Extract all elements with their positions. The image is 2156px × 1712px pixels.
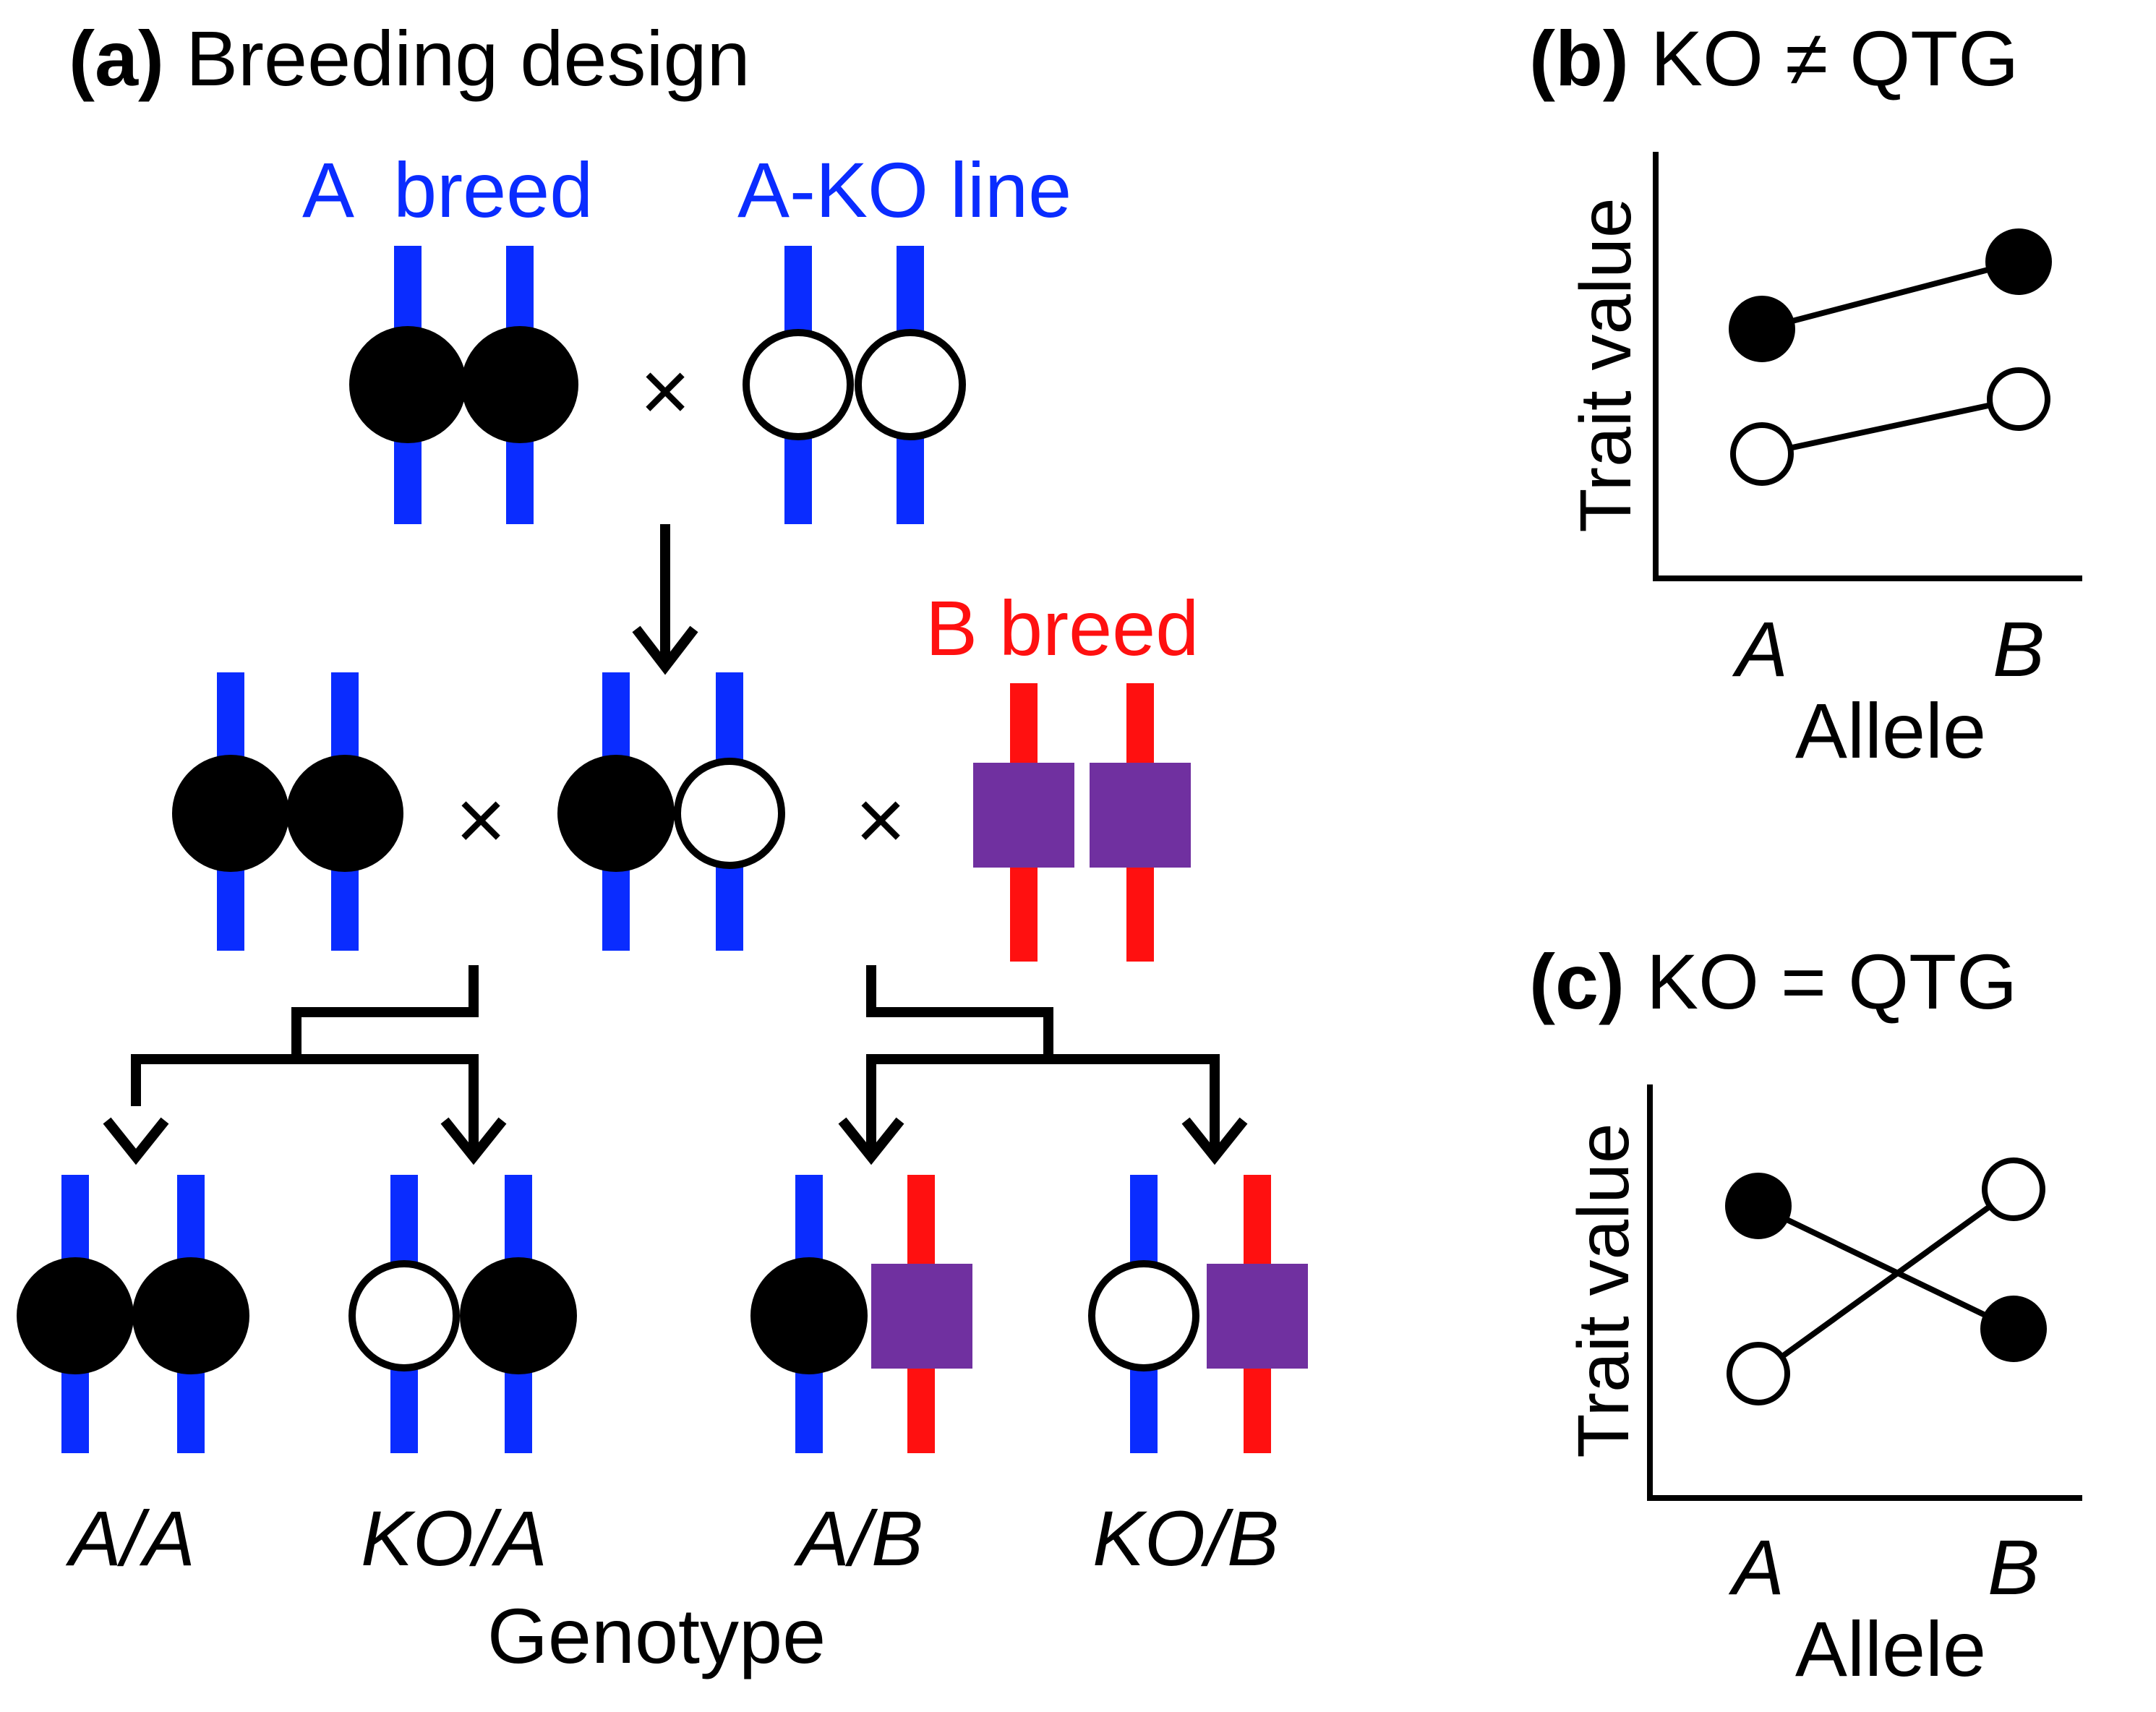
allele-ko-open-circle xyxy=(743,329,854,440)
allele-ko-open-circle xyxy=(1088,1260,1199,1371)
panel-b-tag: (b) xyxy=(1529,14,1629,102)
qtg-line xyxy=(1756,1186,2016,1377)
genotype-axis-label: Genotype xyxy=(487,1592,826,1679)
allele-a-filled-circle xyxy=(132,1257,249,1374)
allele-b-purple-square xyxy=(1207,1264,1308,1369)
a-breed-label: A breed xyxy=(302,146,593,234)
panel-b-axes xyxy=(1653,152,2082,581)
panel-a-title-text: Breeding design xyxy=(186,14,750,102)
allele-ko-open-circle xyxy=(348,1260,460,1371)
qtg-line xyxy=(1757,1203,2015,1332)
allele-a-filled-circle xyxy=(460,1257,577,1374)
right-split-arrows xyxy=(838,965,1248,1165)
allele-b-purple-square xyxy=(973,763,1074,868)
allele-a-filled-circle xyxy=(17,1257,134,1374)
data-point-filled xyxy=(1980,1296,2047,1362)
panel-b-title: (b)KO ≠ QTG xyxy=(1529,14,2019,102)
down-arrow xyxy=(632,524,698,675)
row2-koa-chromosomes xyxy=(557,672,785,951)
ako-line-chromosomes xyxy=(743,246,966,524)
row2-aa-chromosomes xyxy=(172,672,403,951)
panel-b-ylabel: Trait value xyxy=(1565,197,1646,532)
data-point-filled xyxy=(1729,296,1795,362)
allele-a-filled-circle xyxy=(461,326,578,443)
allele-b-purple-square xyxy=(1090,763,1191,868)
panel-c-tag: (c) xyxy=(1529,938,1625,1025)
panel-c-xlabel: Allele xyxy=(1795,1605,1986,1692)
genotype-label: A/A xyxy=(65,1494,195,1582)
panel-c-title: (c)KO = QTG xyxy=(1529,938,2017,1025)
data-point-open xyxy=(1727,1342,1790,1405)
allele-ko-open-circle xyxy=(855,329,966,440)
cross-symbol: × xyxy=(640,343,690,440)
data-point-open xyxy=(1982,1157,2045,1221)
ko-line xyxy=(1761,259,2020,332)
data-point-open xyxy=(1730,422,1794,486)
genotype-label: A/B xyxy=(793,1494,923,1582)
allele-a-filled-circle xyxy=(750,1257,868,1374)
allele-ko-open-circle xyxy=(674,758,785,869)
genotype-aa xyxy=(17,1175,249,1453)
panel-c-xtick: A xyxy=(1728,1523,1784,1611)
left-split-arrows xyxy=(103,965,507,1165)
panel-c-ylabel: Trait value xyxy=(1563,1123,1644,1458)
panel-b: (b)KO ≠ QTG Trait value A B Allele xyxy=(1529,14,2082,774)
panel-b-xlabel: Allele xyxy=(1795,687,1986,774)
cross-symbol: × xyxy=(855,771,906,868)
genotype-koa xyxy=(348,1175,577,1453)
panel-c-axes xyxy=(1647,1084,2082,1501)
allele-a-filled-circle xyxy=(286,755,403,872)
genotype-ab xyxy=(750,1175,972,1453)
data-point-filled xyxy=(1985,228,2052,295)
allele-a-filled-circle xyxy=(557,755,675,872)
genotype-label: KO/B xyxy=(1092,1494,1279,1582)
data-point-filled xyxy=(1725,1173,1792,1239)
panel-a-tag: (a) xyxy=(69,14,164,102)
allele-a-filled-circle xyxy=(172,755,289,872)
genotype-kob xyxy=(1088,1175,1308,1453)
panel-a-title: (a)Breeding design xyxy=(69,14,750,102)
allele-b-purple-square xyxy=(871,1264,972,1369)
a-breed-chromosomes xyxy=(349,246,578,524)
genotype-label: KO/A xyxy=(361,1494,547,1582)
panel-b-title-text: KO ≠ QTG xyxy=(1651,14,2019,102)
panel-b-xtick: A xyxy=(1732,605,1788,693)
b-breed-label: B breed xyxy=(925,584,1199,672)
ako-line-label: A-KO line xyxy=(737,146,1071,234)
allele-a-filled-circle xyxy=(349,326,466,443)
ko-line xyxy=(1761,396,2019,457)
panel-a: (a)Breeding design A breed A-KO line B b… xyxy=(17,14,1308,1679)
panel-c-xtick: B xyxy=(1988,1523,2040,1611)
panel-c-title-text: KO = QTG xyxy=(1646,938,2017,1025)
data-point-open xyxy=(1987,367,2050,431)
panel-b-xtick: B xyxy=(1993,605,2045,693)
panel-c: (c)KO = QTG Trait value A B Allele xyxy=(1529,938,2082,1692)
cross-symbol: × xyxy=(455,771,506,868)
row2-b-breed-chromosomes xyxy=(973,683,1191,962)
